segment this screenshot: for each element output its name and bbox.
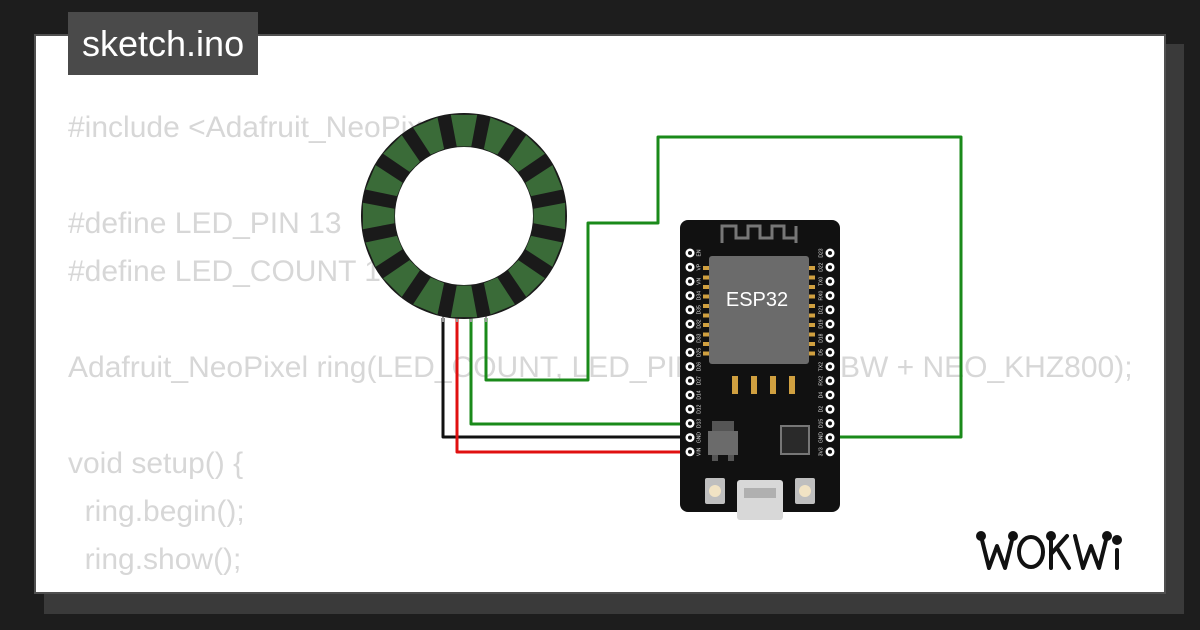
code-line: #define LED_PIN 13 <box>68 207 342 240</box>
pin-label: D35 <box>696 305 702 314</box>
code-line: ring.setBrightness(250); <box>68 584 1133 592</box>
ring-led <box>365 235 403 267</box>
pin-label: VIN <box>696 447 702 456</box>
chip-label: ESP32 <box>726 289 788 311</box>
usb-port <box>737 480 783 520</box>
wires <box>441 135 963 454</box>
code-line: void setup() { <box>68 447 244 480</box>
pin-label: D19 <box>818 319 824 328</box>
pin-label: D14 <box>696 390 702 399</box>
pin-label: D27 <box>696 376 702 385</box>
wire-ring-vcc-to-vin <box>455 318 690 454</box>
code-line: ring.begin(); <box>68 495 245 528</box>
pin-label: TX0 <box>818 277 824 286</box>
pin-label: D34 <box>696 291 702 300</box>
ring-led <box>383 260 420 297</box>
esp32-board: ESP32 ENVPVND34D35D32D33D25D26D27D14D12D… <box>680 220 840 520</box>
wire-ring-din-to-d13 <box>469 318 690 426</box>
ring-led <box>362 202 395 230</box>
neopixel-ring <box>361 113 567 322</box>
pin-label: EN <box>696 249 702 256</box>
antenna-trace <box>720 224 798 243</box>
pin-label: D32 <box>696 319 702 328</box>
ring-led <box>525 235 563 267</box>
ring-led <box>483 277 515 315</box>
wire-ring-dout-loop <box>484 135 963 439</box>
voltage-regulator <box>708 431 738 455</box>
ring-led <box>508 135 545 172</box>
pin-label: D25 <box>696 348 702 357</box>
pin-label: D13 <box>696 419 702 428</box>
pin-label: TX2 <box>818 362 824 371</box>
pin-label: 3V3 <box>818 447 824 456</box>
wokwi-logo <box>976 531 1122 570</box>
pin-label: D26 <box>696 362 702 371</box>
esp32-module <box>709 256 809 364</box>
pin-label: D21 <box>818 305 824 314</box>
pin-label: D15 <box>818 419 824 428</box>
pin-label: GND <box>696 432 702 444</box>
pin-label: D18 <box>818 333 824 342</box>
ring-led <box>525 165 563 197</box>
pin-label: D4 <box>818 392 824 399</box>
ring-led <box>365 165 403 197</box>
pin-label: D33 <box>696 333 702 342</box>
ring-led <box>483 117 515 155</box>
pin-label: RX2 <box>818 376 824 386</box>
pin-label: D5 <box>818 349 824 356</box>
ring-led <box>413 117 445 155</box>
usb-chip <box>780 425 810 455</box>
filename-tab: sketch.ino <box>68 12 259 75</box>
pin-label: RX0 <box>818 291 824 301</box>
pin-label: D2 <box>818 406 824 413</box>
ring-led <box>383 135 420 172</box>
code-line: ring.show(); <box>68 543 242 576</box>
ring-led <box>533 202 566 230</box>
pin-label: D22 <box>818 262 824 271</box>
ring-led <box>450 285 478 318</box>
ring-led <box>450 114 478 147</box>
pin-label: VP <box>696 263 702 270</box>
pin-label: VN <box>696 278 702 285</box>
pin-label: D12 <box>696 404 702 413</box>
ring-led <box>508 260 545 297</box>
wire-ring-gnd-to-gnd <box>441 318 690 439</box>
ring-led <box>413 277 445 315</box>
pin-label: GND <box>818 432 824 444</box>
pin-label: D23 <box>818 248 824 257</box>
